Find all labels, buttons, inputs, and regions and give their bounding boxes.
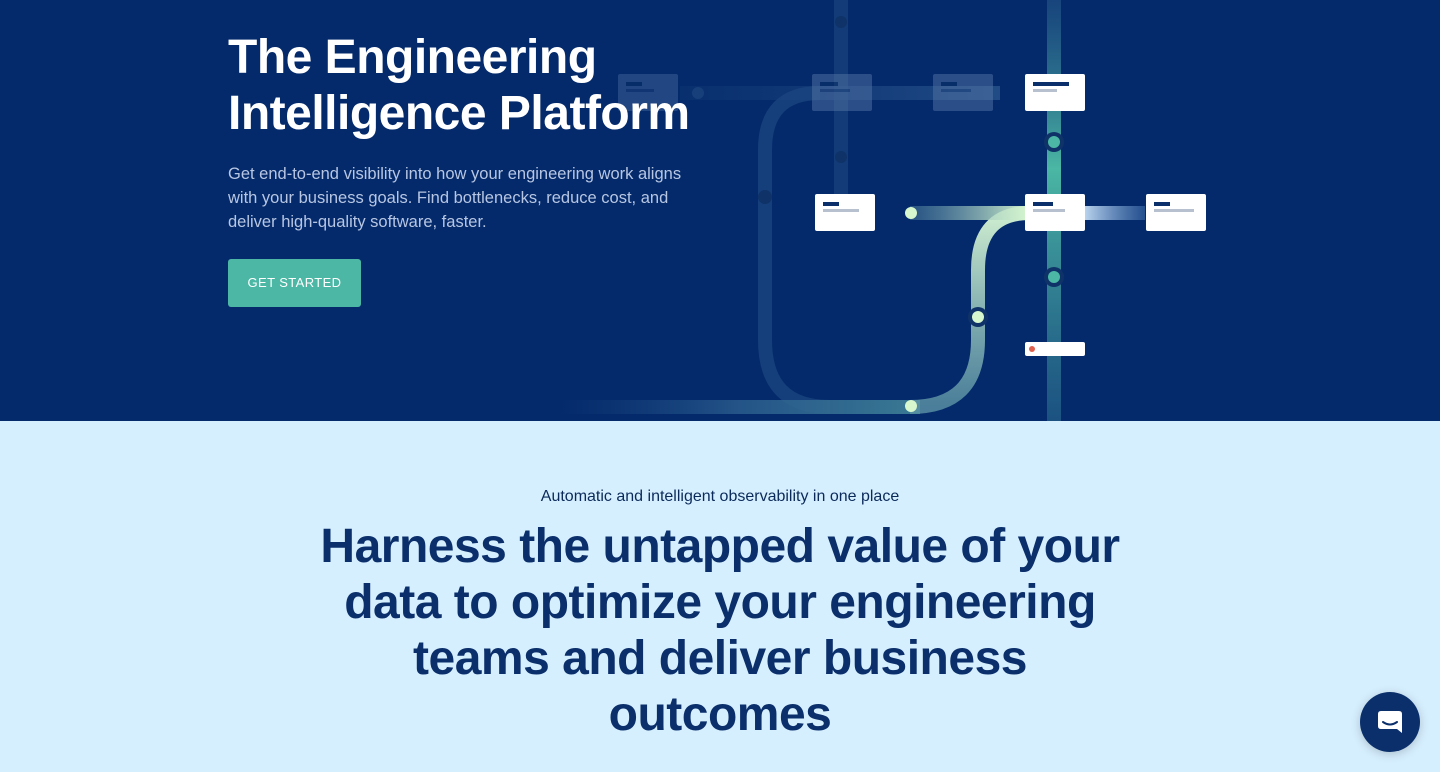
hero-description: Get end-to-end visibility into how your … <box>228 165 682 231</box>
observability-section: Automatic and intelligent observability … <box>0 421 1440 772</box>
card <box>1025 194 1085 231</box>
hero-title-line2: Intelligence Platform <box>228 87 690 140</box>
hero-title: The Engineering Intelligence Platform <box>228 30 748 142</box>
node-dot <box>1048 271 1060 283</box>
node-dot <box>692 87 704 99</box>
node-dot <box>972 311 984 323</box>
card-faint <box>812 74 872 111</box>
workflow-graphic <box>560 0 1206 421</box>
track-curve-left <box>758 86 831 414</box>
node-dot <box>905 400 917 412</box>
hero-section: The Engineering Intelligence Platform Ge… <box>0 0 1440 421</box>
node-dot <box>835 151 847 163</box>
section-eyebrow: Automatic and intelligent observability … <box>540 488 900 505</box>
section-headline: Harness the untapped value of your data … <box>320 520 1120 741</box>
chat-launcher-button[interactable] <box>1360 692 1420 752</box>
track-horizontal-right <box>1085 206 1145 220</box>
card <box>1025 74 1085 111</box>
hero-text: The Engineering Intelligence Platform Ge… <box>228 30 748 307</box>
chat-bubble-icon <box>1378 711 1402 733</box>
card-alert <box>1025 342 1085 356</box>
card <box>1146 194 1206 231</box>
card <box>815 194 875 231</box>
card-faint <box>933 74 993 111</box>
node-dot <box>905 207 917 219</box>
node-dot <box>1048 136 1060 148</box>
card-faint <box>618 74 678 111</box>
track-curve-green <box>909 206 1031 414</box>
track-horizontal-bottom <box>560 400 920 414</box>
node-dot <box>835 16 847 28</box>
hero-title-line1: The Engineering <box>228 31 597 84</box>
get-started-button[interactable]: GET STARTED <box>228 259 361 307</box>
track-horizontal-top <box>680 86 1000 100</box>
node-dot <box>758 190 772 204</box>
track-horizontal-green <box>910 206 1030 220</box>
